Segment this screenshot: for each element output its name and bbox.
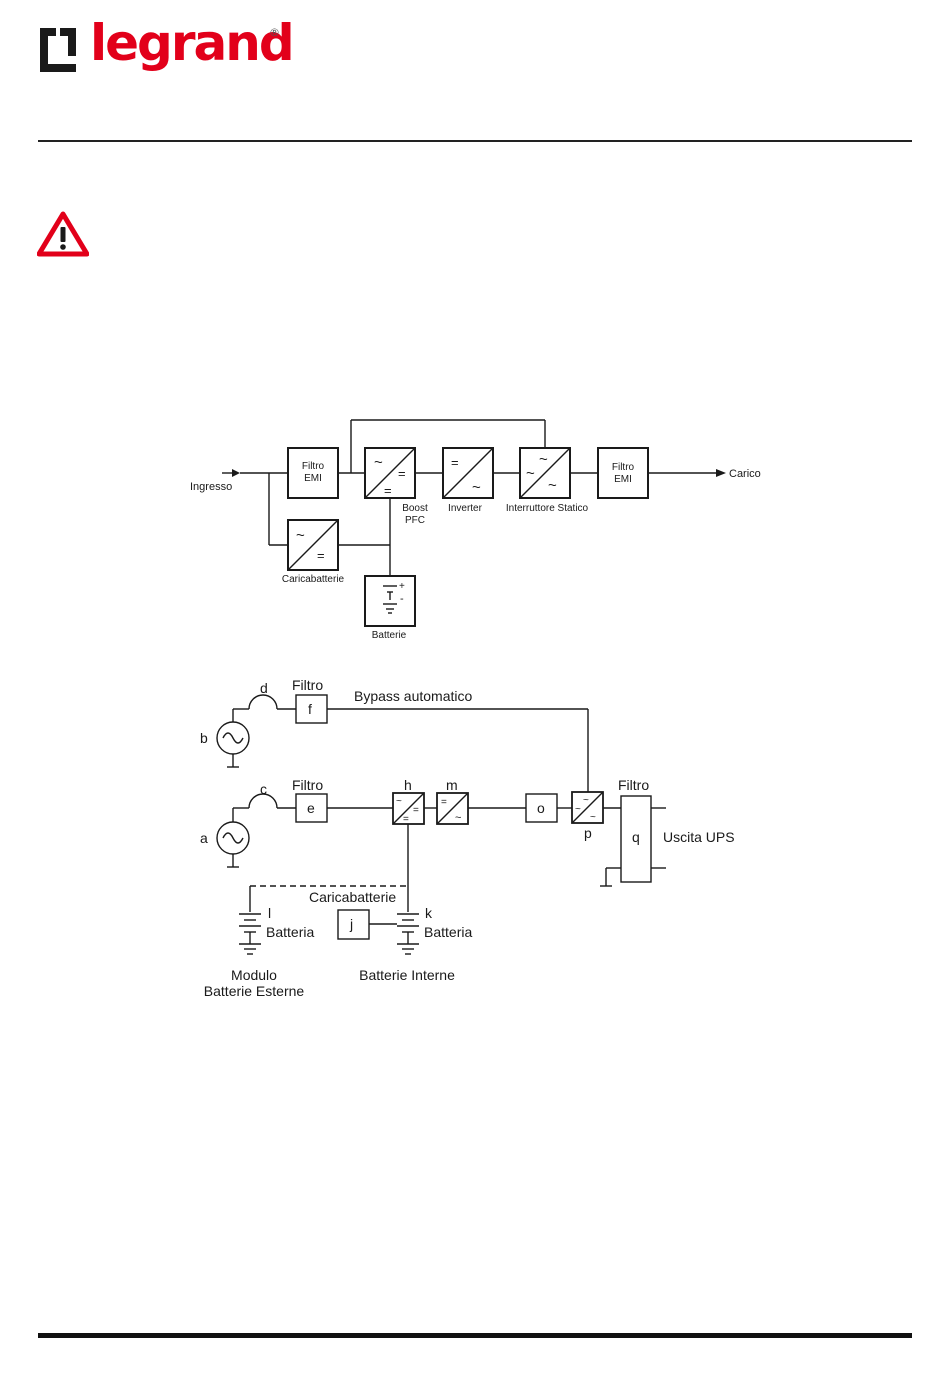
h-dc-symbol: = [413, 805, 419, 816]
label-k: k [425, 905, 433, 921]
logo-wordmark: legrand [90, 14, 295, 72]
label-b: b [200, 730, 208, 746]
label-l: l [268, 905, 271, 921]
label-pfc: PFC [405, 515, 425, 526]
label-d: d [260, 680, 268, 696]
inverter-ac-symbol: ~ [472, 479, 481, 496]
label-batterie-esterne: Batterie Esterne [204, 983, 305, 999]
label-c: c [260, 781, 267, 797]
battery-minus: - [400, 593, 404, 605]
emi-filter-out-line1: Filtro [612, 462, 635, 473]
emi-filter-in-line1: Filtro [302, 461, 325, 472]
h-ac-symbol: ~ [396, 796, 402, 807]
boost-ac-symbol: ~ [374, 454, 383, 471]
legrand-mark-icon [40, 28, 76, 72]
input-arrow-icon [232, 469, 240, 477]
label-a: a [200, 830, 208, 846]
switch-ac-symbol-right: ~ [548, 477, 557, 494]
label-filtro-f: Filtro [292, 677, 323, 693]
warning-triangle-icon [37, 211, 89, 257]
label-batteria-l: Batteria [266, 924, 314, 940]
m-dc-symbol: = [441, 797, 447, 808]
label-carico: Carico [729, 468, 761, 480]
emi-filter-out-line2: EMI [614, 474, 632, 485]
boost-dc-symbol-2: = [384, 483, 392, 498]
emi-filter-in-line2: EMI [304, 473, 322, 484]
label-inverter: Inverter [448, 503, 483, 514]
label-bypass: Bypass automatico [354, 688, 472, 704]
footer-divider [38, 1333, 912, 1338]
label-e: e [307, 800, 315, 816]
label-ingresso: Ingresso [190, 481, 232, 493]
logo-registered-mark: ® [269, 26, 280, 39]
label-batteria-k: Batteria [424, 924, 472, 940]
label-caricabatterie: Caricabatterie [282, 574, 345, 585]
legrand-logo: legrand ® [38, 18, 295, 90]
label-j: j [349, 916, 353, 932]
header-divider [38, 140, 912, 142]
switch-ac-symbol-left: ~ [526, 465, 535, 482]
label-boost: Boost [402, 503, 428, 514]
label-p: p [584, 825, 592, 841]
label-h: h [404, 777, 412, 793]
switch-ac-symbol-top: ~ [539, 451, 548, 468]
label-uscita-ups: Uscita UPS [663, 829, 735, 845]
label-interruttore-statico: Interruttore Statico [506, 503, 589, 514]
label-filtro-e: Filtro [292, 777, 323, 793]
m-ac-symbol: ~ [455, 812, 461, 824]
label-m: m [446, 777, 458, 793]
label-caricabatterie-j: Caricabatterie [309, 889, 396, 905]
inverter-dc-symbol: = [451, 455, 459, 470]
charger-dc-symbol: = [317, 548, 325, 563]
label-q: q [632, 829, 640, 845]
label-f: f [308, 701, 312, 717]
label-filtro-q: Filtro [618, 777, 649, 793]
battery-plus: + [399, 581, 405, 592]
p-ac-symbol-top: ~ [583, 795, 589, 806]
label-o: o [537, 800, 545, 816]
p-ac-symbol-left: ~ [575, 804, 581, 815]
p-ac-symbol-right: ~ [590, 812, 596, 823]
output-arrow-icon [716, 469, 726, 477]
label-batterie: Batterie [372, 630, 407, 641]
boost-dc-symbol: = [398, 466, 406, 481]
charger-ac-symbol: ~ [296, 527, 305, 544]
label-modulo: Modulo [231, 967, 277, 983]
h-dc-symbol-2: = [403, 814, 409, 825]
label-batterie-interne: Batterie Interne [359, 967, 455, 983]
